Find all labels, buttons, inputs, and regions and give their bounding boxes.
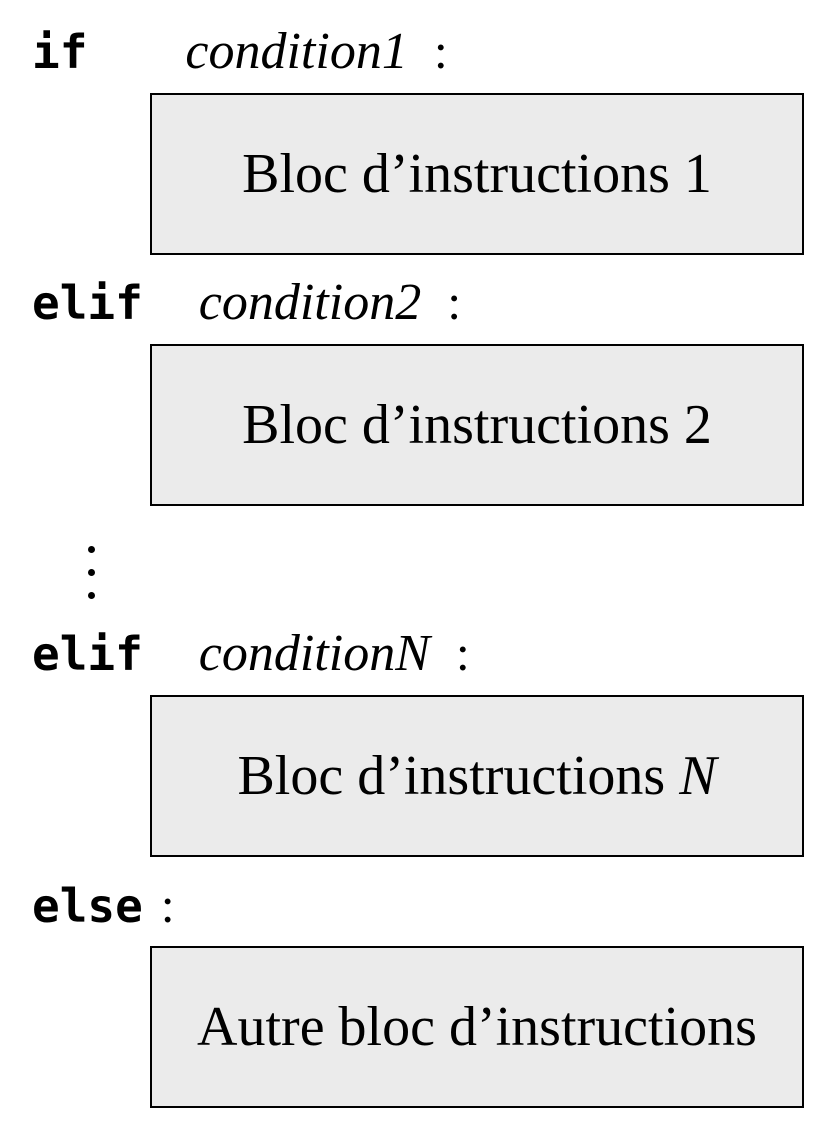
- instruction-block-1: Bloc d’instructions 1: [150, 93, 804, 255]
- instruction-block-2-label: Bloc d’instructions 2: [242, 394, 712, 456]
- else-colon: :: [160, 877, 175, 933]
- else-instruction-block-label: Autre bloc d’instructions: [197, 996, 757, 1058]
- if-line: if condition1 :: [32, 22, 448, 82]
- else-keyword: else: [32, 879, 143, 933]
- elif-colon-2: :: [447, 274, 462, 330]
- instruction-block-n-prefix: Bloc d’instructions: [237, 745, 666, 807]
- elif-line-n: elif conditionN :: [32, 624, 470, 684]
- if-keyword: if: [32, 25, 88, 79]
- condition-2: condition2: [198, 274, 422, 331]
- instruction-block-n: Bloc d’instructions N: [150, 695, 804, 857]
- else-line: else :: [32, 876, 175, 936]
- instruction-block-n-var: N: [679, 745, 717, 807]
- condition-1: condition1: [185, 23, 408, 80]
- vertical-ellipsis: [88, 546, 100, 606]
- else-instruction-block: Autre bloc d’instructions: [150, 946, 804, 1108]
- elif-keyword-n: elif: [32, 627, 143, 681]
- condition-n: conditionN: [198, 625, 430, 682]
- if-colon: :: [433, 23, 448, 79]
- instruction-block-1-label: Bloc d’instructions 1: [242, 143, 712, 205]
- elif-keyword-2: elif: [32, 276, 143, 330]
- elif-line-2: elif condition2 :: [32, 273, 461, 333]
- elif-colon-n: :: [455, 625, 470, 681]
- instruction-block-2: Bloc d’instructions 2: [150, 344, 804, 506]
